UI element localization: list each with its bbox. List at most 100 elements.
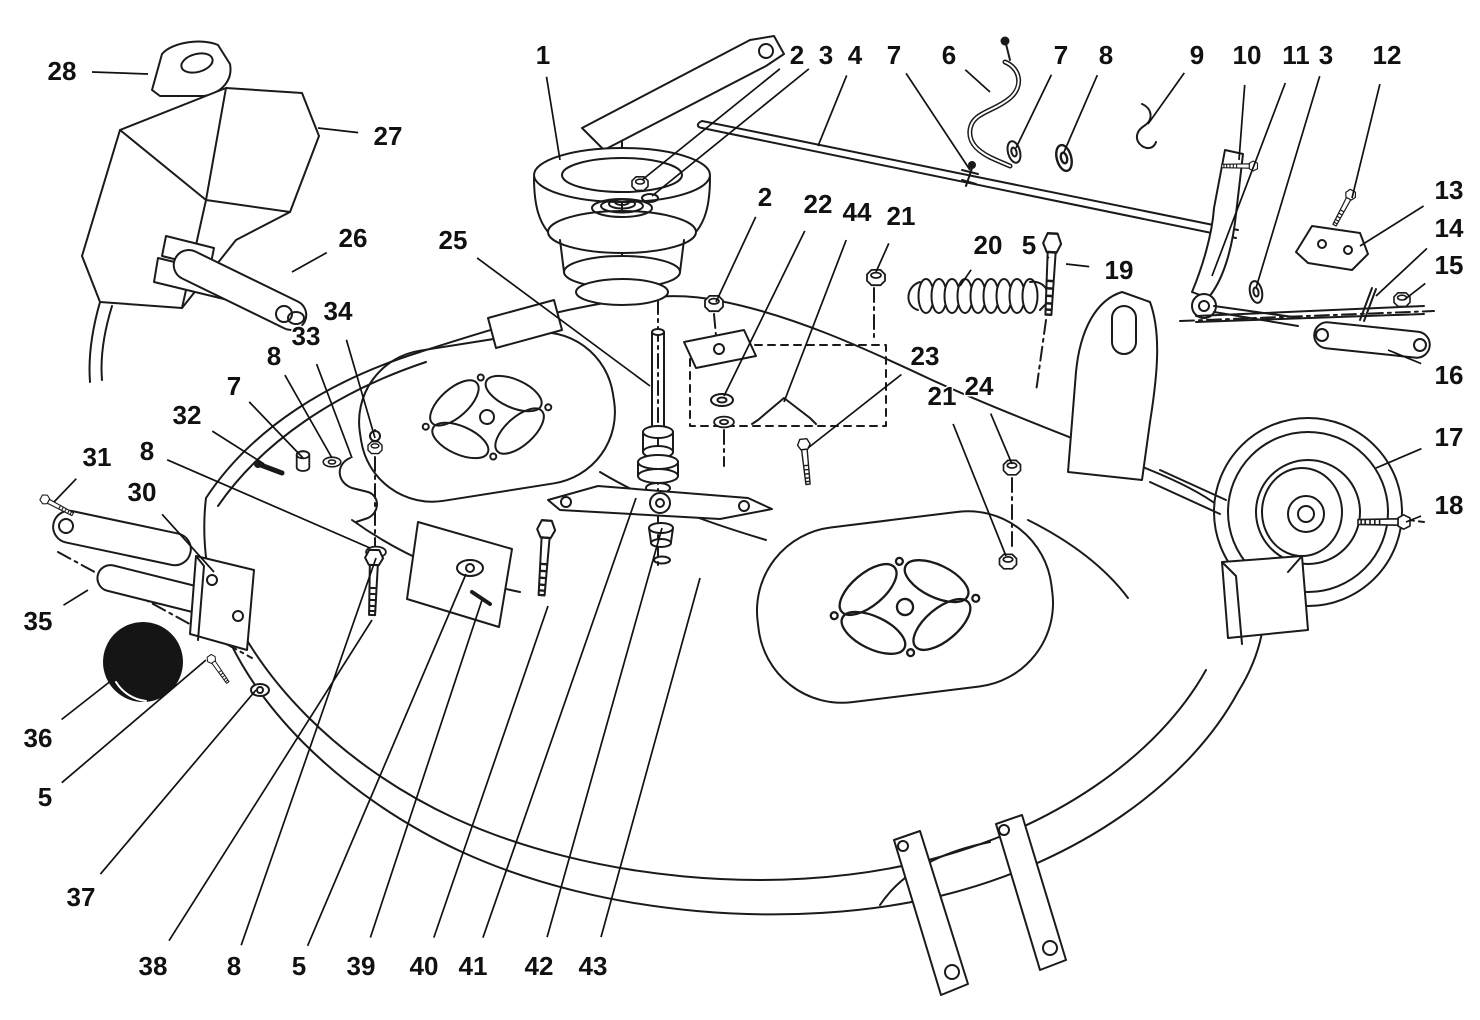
- callout-2: 2: [790, 40, 804, 70]
- leader-line: [369, 599, 483, 938]
- leader-line: [240, 557, 377, 946]
- callout-36: 36: [24, 723, 53, 753]
- leader-line: [1375, 447, 1422, 469]
- callout-40: 40: [410, 951, 439, 981]
- leader-line: [61, 679, 113, 721]
- leader-line: [989, 413, 1013, 465]
- callout-7: 7: [227, 371, 241, 401]
- callout-34: 34: [324, 296, 353, 326]
- hairpin: [1136, 103, 1157, 150]
- leader-line: [545, 76, 561, 161]
- leader-line: [166, 459, 371, 549]
- lift-lever: [1191, 149, 1244, 299]
- leader-line: [168, 619, 373, 942]
- callout-5: 5: [292, 951, 306, 981]
- leader-line: [315, 363, 353, 459]
- rod-washer-large: [1052, 142, 1076, 174]
- leader-line: [715, 216, 757, 303]
- callout-42: 42: [525, 951, 554, 981]
- callout-8: 8: [1099, 40, 1113, 70]
- leader-line: [600, 577, 701, 938]
- dashed-region: [689, 344, 887, 427]
- arm-bolt: [38, 492, 76, 520]
- pivot-bracket: [1295, 225, 1369, 271]
- leader-line: [1015, 74, 1053, 149]
- callout-14: 14: [1435, 213, 1464, 243]
- callout-1: 1: [536, 40, 550, 70]
- leader-line: [345, 339, 376, 439]
- wheel-arm: [1313, 321, 1431, 359]
- leader-line: [641, 68, 781, 181]
- leader-line: [284, 374, 333, 459]
- spindle-shaft: [651, 331, 665, 429]
- mower-deck-drawing: [38, 35, 1435, 996]
- leader-line: [432, 605, 549, 938]
- callout-17: 17: [1435, 422, 1464, 452]
- cover-slide: [172, 249, 308, 331]
- v-bracket: [751, 397, 817, 425]
- leader-line: [317, 127, 359, 134]
- leader-line: [1211, 82, 1287, 277]
- leader-line: [1065, 263, 1090, 268]
- callout-38: 38: [139, 951, 168, 981]
- callout-8: 8: [140, 436, 154, 466]
- callout-8: 8: [267, 341, 281, 371]
- leader-line: [1147, 72, 1185, 125]
- axle-pin: [1359, 287, 1377, 322]
- s-bracket: [338, 457, 378, 523]
- callout-31: 31: [83, 442, 112, 472]
- callout-15: 15: [1435, 250, 1464, 280]
- leader-line: [306, 573, 467, 947]
- callout-25: 25: [439, 225, 468, 255]
- leader-line: [1255, 75, 1321, 289]
- callout-20: 20: [974, 230, 1003, 260]
- pulley-nut: [631, 176, 649, 192]
- callout-37: 37: [67, 882, 96, 912]
- leader-line: [1375, 247, 1428, 297]
- callout-28: 28: [48, 56, 77, 86]
- leader-line: [99, 689, 257, 875]
- leader-line: [964, 69, 991, 93]
- callout-33: 33: [292, 321, 321, 351]
- leader-line: [875, 243, 890, 273]
- leader-line: [817, 75, 848, 147]
- leader-line: [63, 589, 89, 606]
- callout-18: 18: [1435, 490, 1464, 520]
- left-bracket: [189, 555, 255, 651]
- callout-12: 12: [1373, 40, 1402, 70]
- callout-43: 43: [579, 951, 608, 981]
- callout-22: 22: [804, 189, 833, 219]
- leader-line: [53, 478, 77, 503]
- left-arm: [52, 509, 192, 567]
- leader-line: [476, 257, 651, 387]
- callout-41: 41: [459, 951, 488, 981]
- callout-5: 5: [38, 782, 52, 812]
- idler-arm: [581, 35, 785, 151]
- support-arm-right: [995, 814, 1067, 971]
- callout-3: 3: [1319, 40, 1333, 70]
- rear-box: [1221, 555, 1309, 639]
- callout-21: 21: [928, 381, 957, 411]
- cover-cap: [151, 40, 232, 97]
- callout-6: 6: [942, 40, 956, 70]
- support-arm-left: [893, 830, 969, 996]
- spring-bolt: [1038, 231, 1063, 317]
- callout-35: 35: [24, 606, 53, 636]
- callout-4: 4: [848, 40, 863, 70]
- tension-spring: [907, 278, 1049, 314]
- callout-5: 5: [1022, 230, 1036, 260]
- axle-nut: [1393, 291, 1411, 308]
- callout-26: 26: [339, 223, 368, 253]
- leader-line: [1403, 282, 1426, 301]
- leader-line: [723, 230, 806, 397]
- axle-rod: [1195, 305, 1425, 323]
- leader-line: [1405, 515, 1422, 523]
- leader-line: [161, 513, 215, 573]
- idler-pulley: [533, 147, 711, 203]
- callout-9: 9: [1190, 40, 1204, 70]
- leader-line: [1063, 74, 1099, 153]
- callout-32: 32: [173, 400, 202, 430]
